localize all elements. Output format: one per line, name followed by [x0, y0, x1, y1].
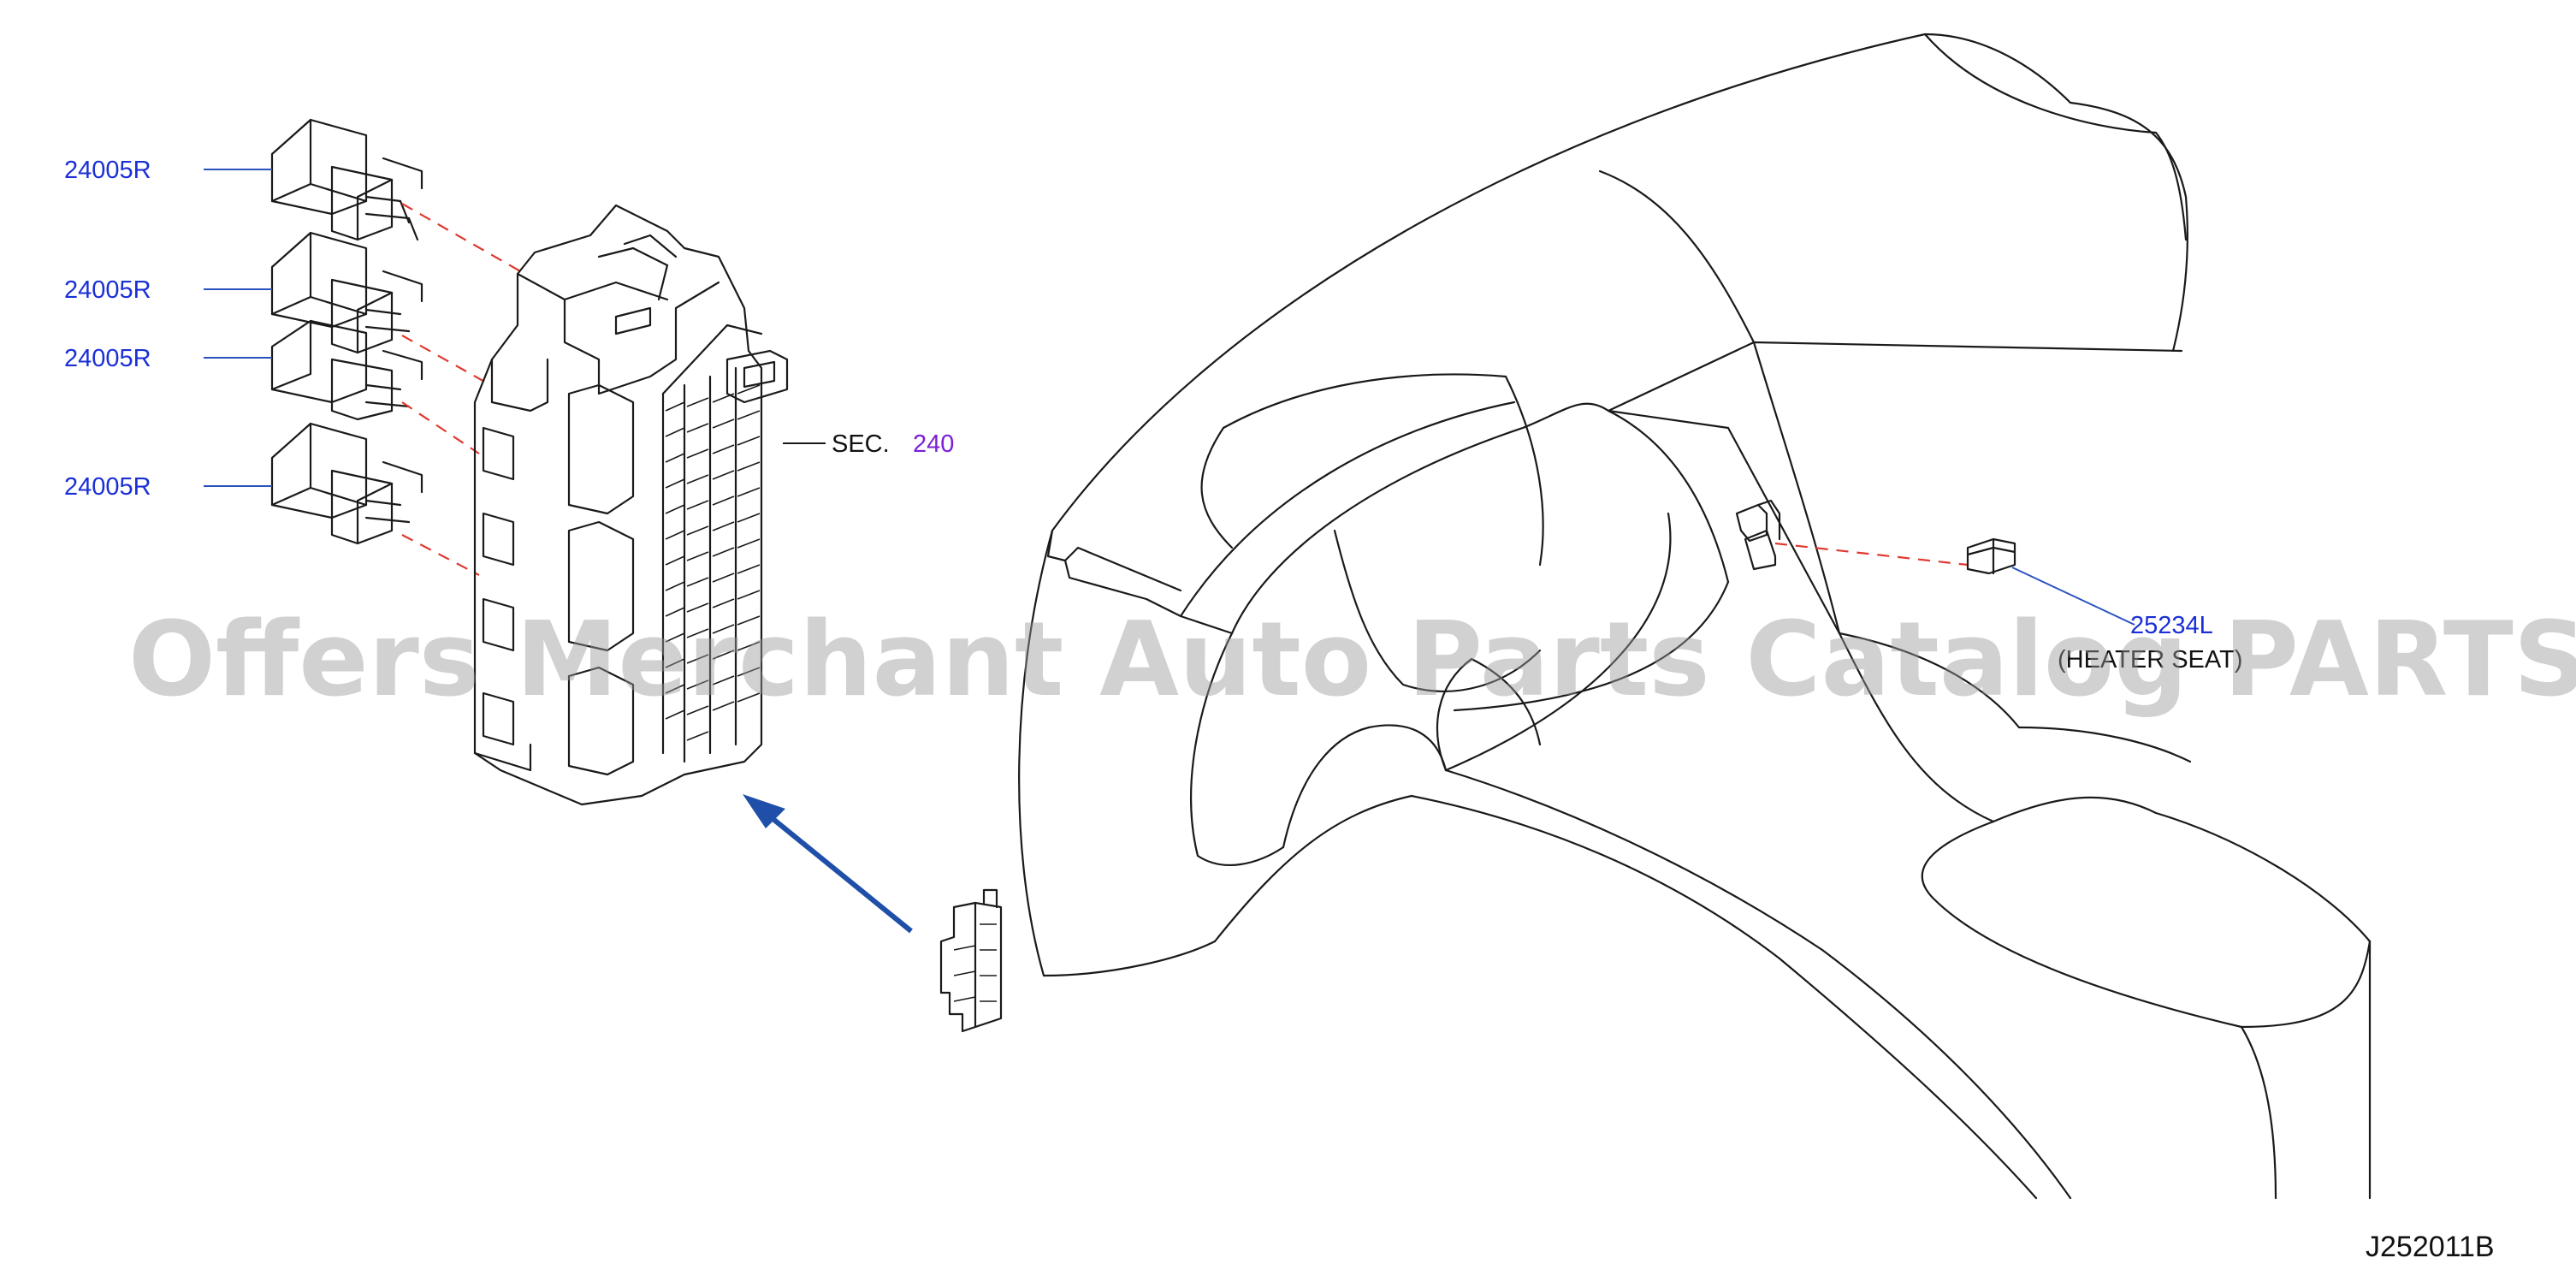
relay-assembly-lines — [401, 203, 523, 576]
relay-label-3[interactable]: 24005R — [64, 345, 151, 372]
location-arrow — [743, 794, 913, 934]
switch-assembly-line — [1774, 542, 1969, 567]
relay-label-4[interactable]: 24005R — [64, 473, 151, 501]
block-location-thumbnail — [939, 888, 1003, 1033]
fuse-relay-block[interactable] — [473, 204, 789, 806]
heater-seat-switch-mount — [1735, 499, 1781, 571]
relay-4[interactable] — [270, 422, 423, 545]
relay-1[interactable] — [270, 118, 423, 241]
relay-callouts: 24005R 24005R 24005R 24005R — [64, 157, 272, 501]
switch-leader-line — [2011, 567, 2135, 626]
switch-part-number[interactable]: 25234L — [2130, 612, 2213, 639]
diagram-code: J252011B — [2366, 1231, 2495, 1263]
relay-3[interactable] — [270, 319, 423, 421]
relay-label-1[interactable]: 24005R — [64, 157, 151, 184]
switch-note: (HEATER SEAT) — [2058, 646, 2242, 674]
dashboard-outline — [1018, 33, 2372, 1200]
relay-label-2[interactable]: 24005R — [64, 276, 151, 304]
section-prefix: SEC. — [832, 430, 890, 458]
section-number-link[interactable]: 240 — [913, 430, 954, 458]
relay-2[interactable] — [270, 231, 423, 354]
heater-seat-switch[interactable] — [1966, 537, 2016, 575]
section-reference[interactable]: SEC. 240 — [783, 430, 954, 458]
watermark-text: Offers Merchant Auto Parts Catalog PARTS… — [128, 601, 2576, 720]
